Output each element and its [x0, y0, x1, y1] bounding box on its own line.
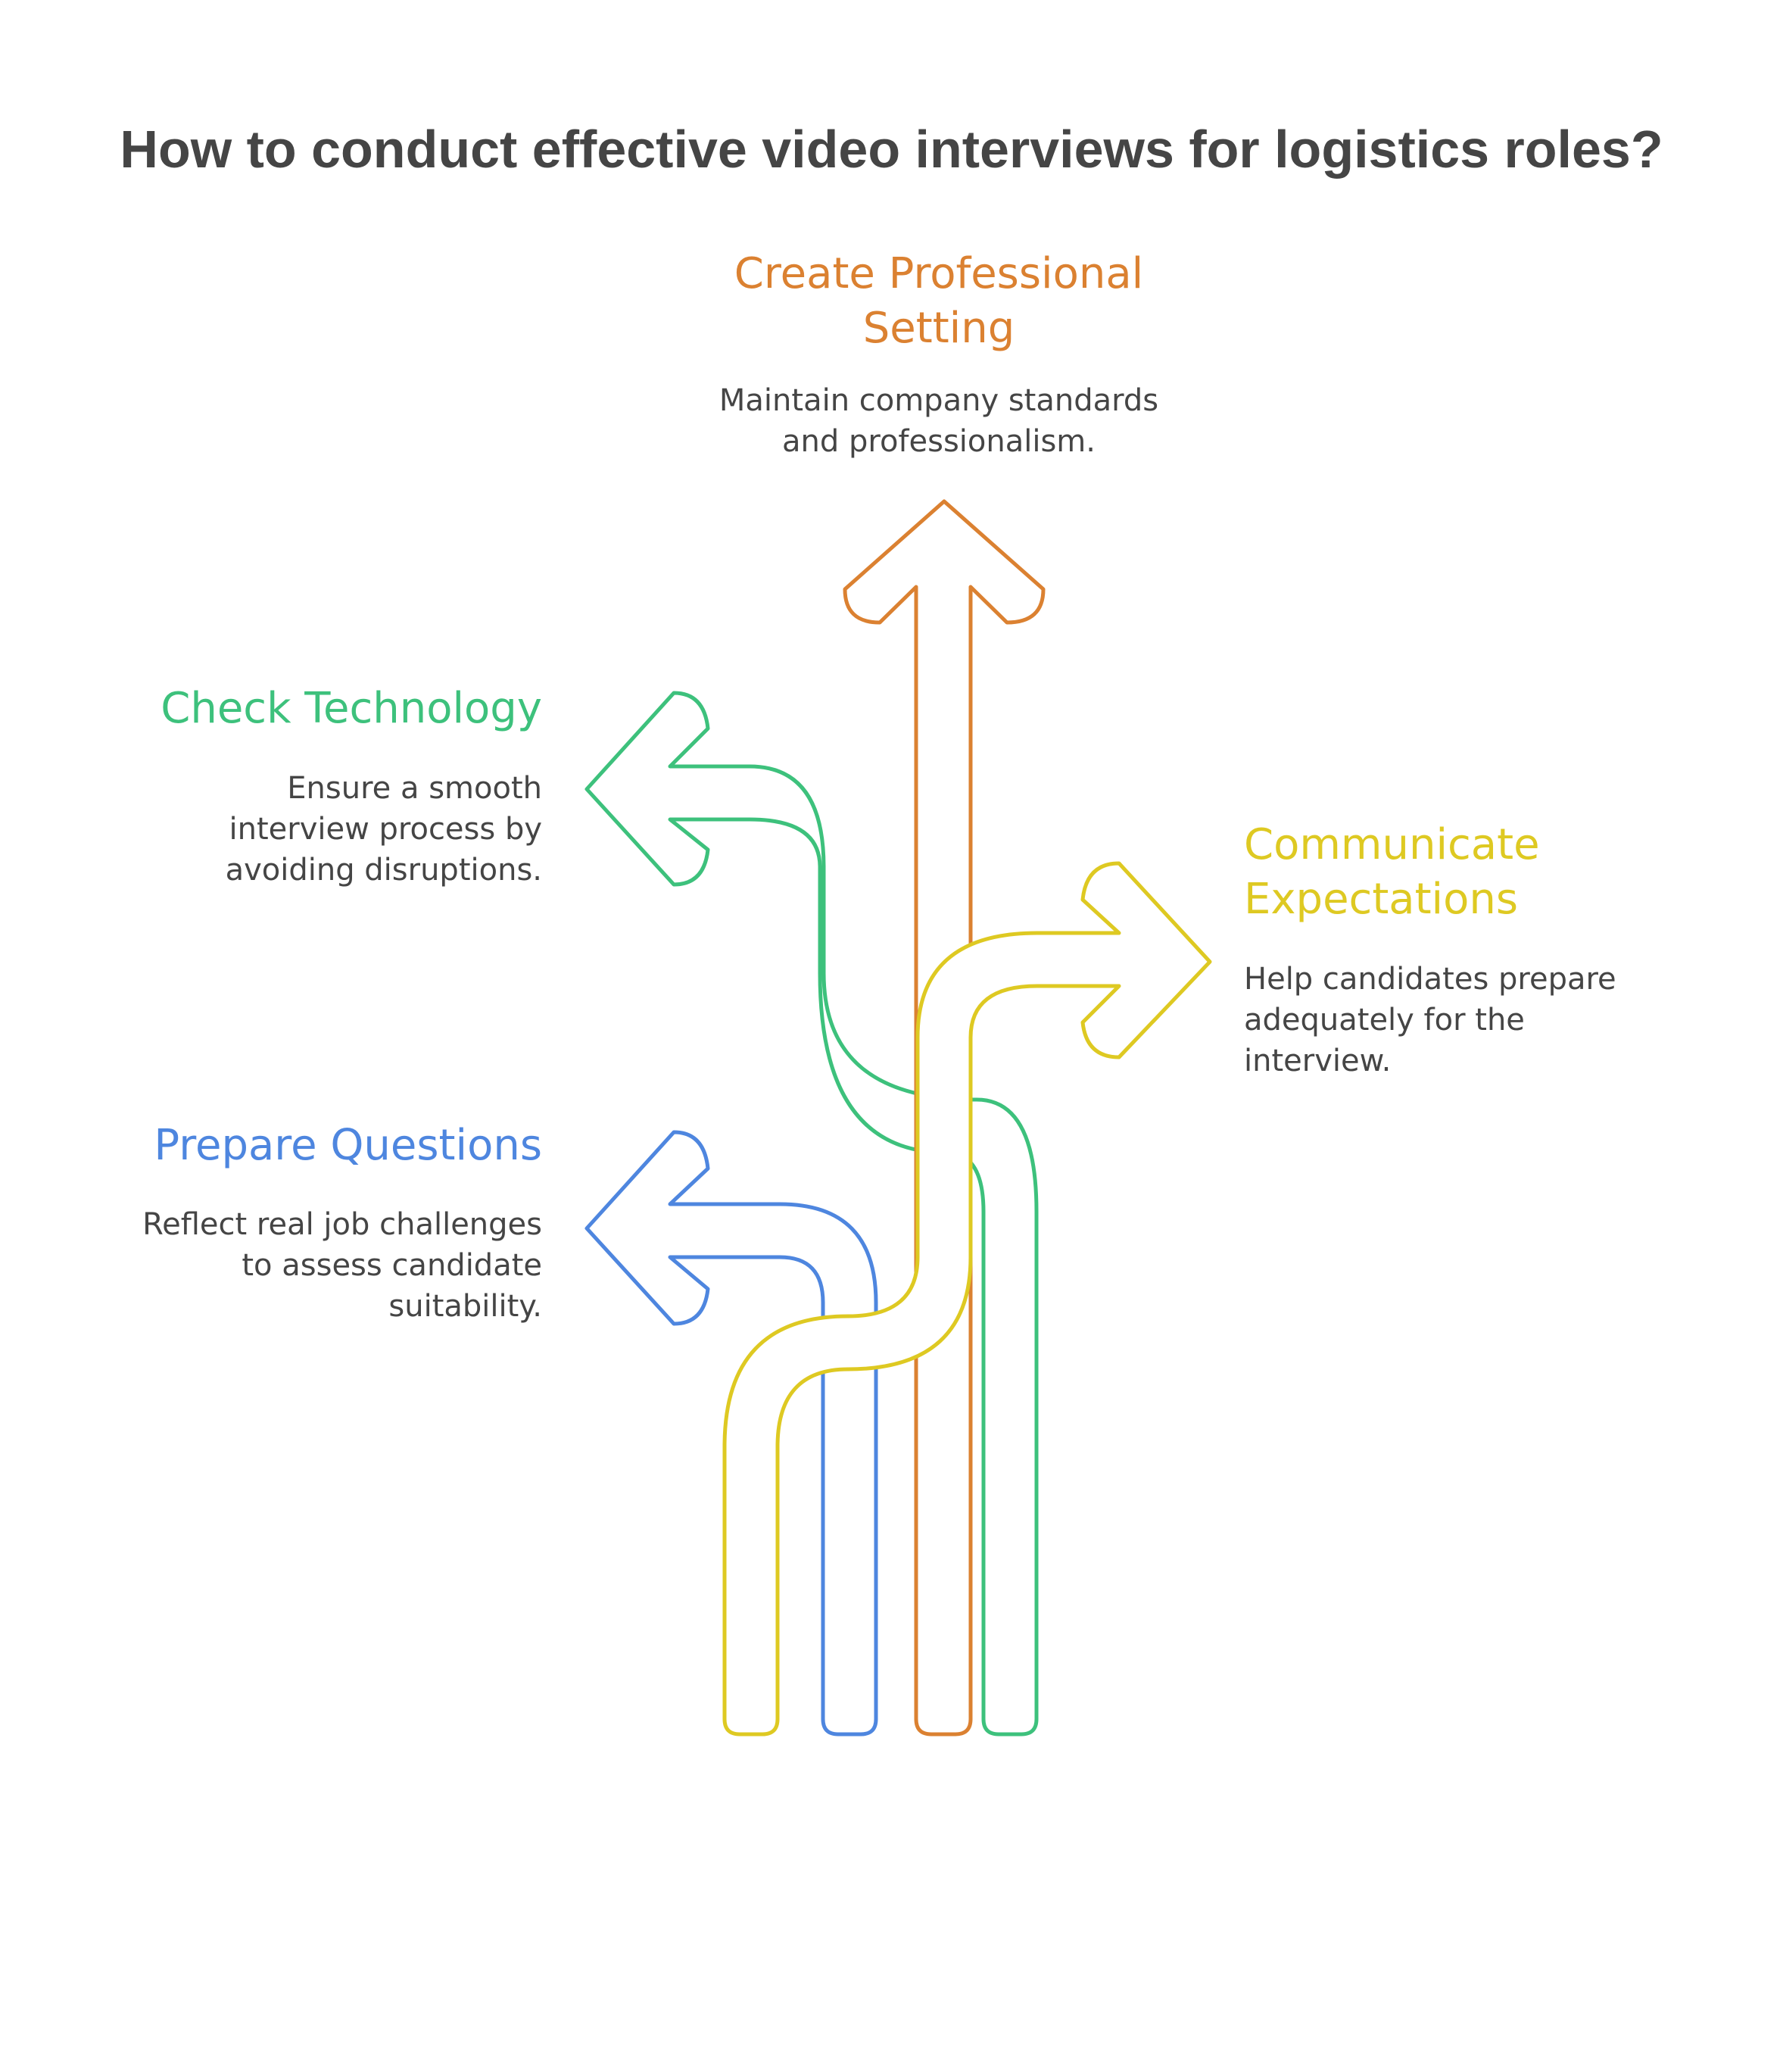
communicate-title-line: Communicate: [1244, 820, 1540, 869]
blue-arrow: [584, 1130, 878, 1737]
description-line: suitability.: [388, 1289, 542, 1324]
communicate-title-line: Expectations: [1244, 875, 1519, 924]
create-setting-title-line: Setting: [862, 304, 1015, 353]
description-line: avoiding disruptions.: [225, 853, 542, 888]
description-line: to assess candidate: [242, 1248, 542, 1283]
create-setting-title: Create Professional Setting: [681, 247, 1196, 356]
description-line: interview.: [1244, 1044, 1392, 1078]
description-line: Help candidates prepare: [1244, 962, 1616, 997]
prepare-questions-title: Prepare Questions: [154, 1121, 542, 1170]
description-line: adequately for the: [1244, 1003, 1525, 1038]
description-line: Maintain company standards: [718, 383, 1159, 418]
description-line: and professionalism.: [782, 424, 1096, 459]
check-technology-title: Check Technology: [161, 684, 542, 733]
description-line: interview process by: [229, 812, 542, 847]
prepare-questions-description: Reflect real job challenges to assess ca…: [76, 1204, 542, 1327]
description-line: Ensure a smooth: [287, 771, 542, 806]
check-technology-description: Ensure a smooth interview process by avo…: [76, 768, 542, 891]
create-setting-description: Maintain company standards and professio…: [666, 380, 1211, 462]
communicate-expectations-description: Help candidates prepare adequately for t…: [1244, 959, 1736, 1081]
diagram-title: How to conduct effective video interview…: [120, 120, 1663, 179]
green-arrow: [584, 691, 1039, 1737]
create-setting-title-line: Create Professional: [734, 249, 1144, 298]
description-line: Reflect real job challenges: [142, 1207, 542, 1242]
communicate-expectations-title: Communicate Expectations: [1244, 818, 1736, 927]
yellow-arrow: [722, 861, 1212, 1737]
